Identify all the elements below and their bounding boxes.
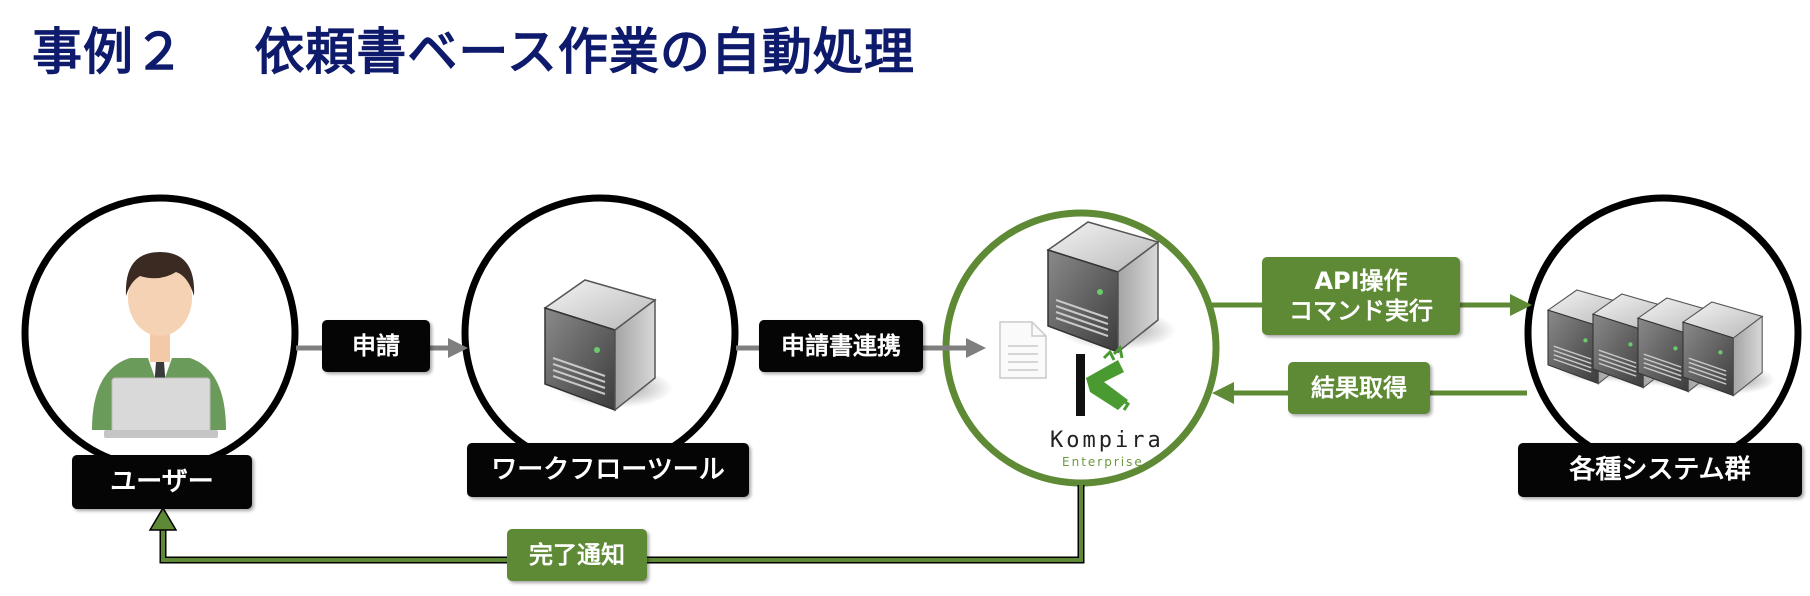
laptop-icon	[104, 377, 218, 438]
doc-link-label: 申請書連携	[759, 320, 923, 372]
user-label: ユーザー	[72, 455, 252, 509]
api-label: API操作 コマンド実行	[1262, 257, 1460, 335]
page-title: 事例２ 依頼書ベース作業の自動処理	[32, 23, 915, 81]
systems-label: 各種システム群	[1518, 443, 1802, 497]
kompira-logo-text: Kompira	[1050, 428, 1164, 453]
server-icon	[1047, 221, 1177, 353]
apply-label: 申請	[322, 320, 430, 372]
server-icon	[544, 279, 674, 411]
kompira-logo-icon	[1076, 344, 1131, 416]
result-label: 結果取得	[1288, 362, 1430, 414]
workflow-label: ワークフローツール	[467, 443, 749, 497]
kompira-logo-subtext: Enterprise	[1062, 455, 1144, 469]
document-icon	[999, 321, 1047, 379]
done-label: 完了通知	[507, 529, 647, 581]
